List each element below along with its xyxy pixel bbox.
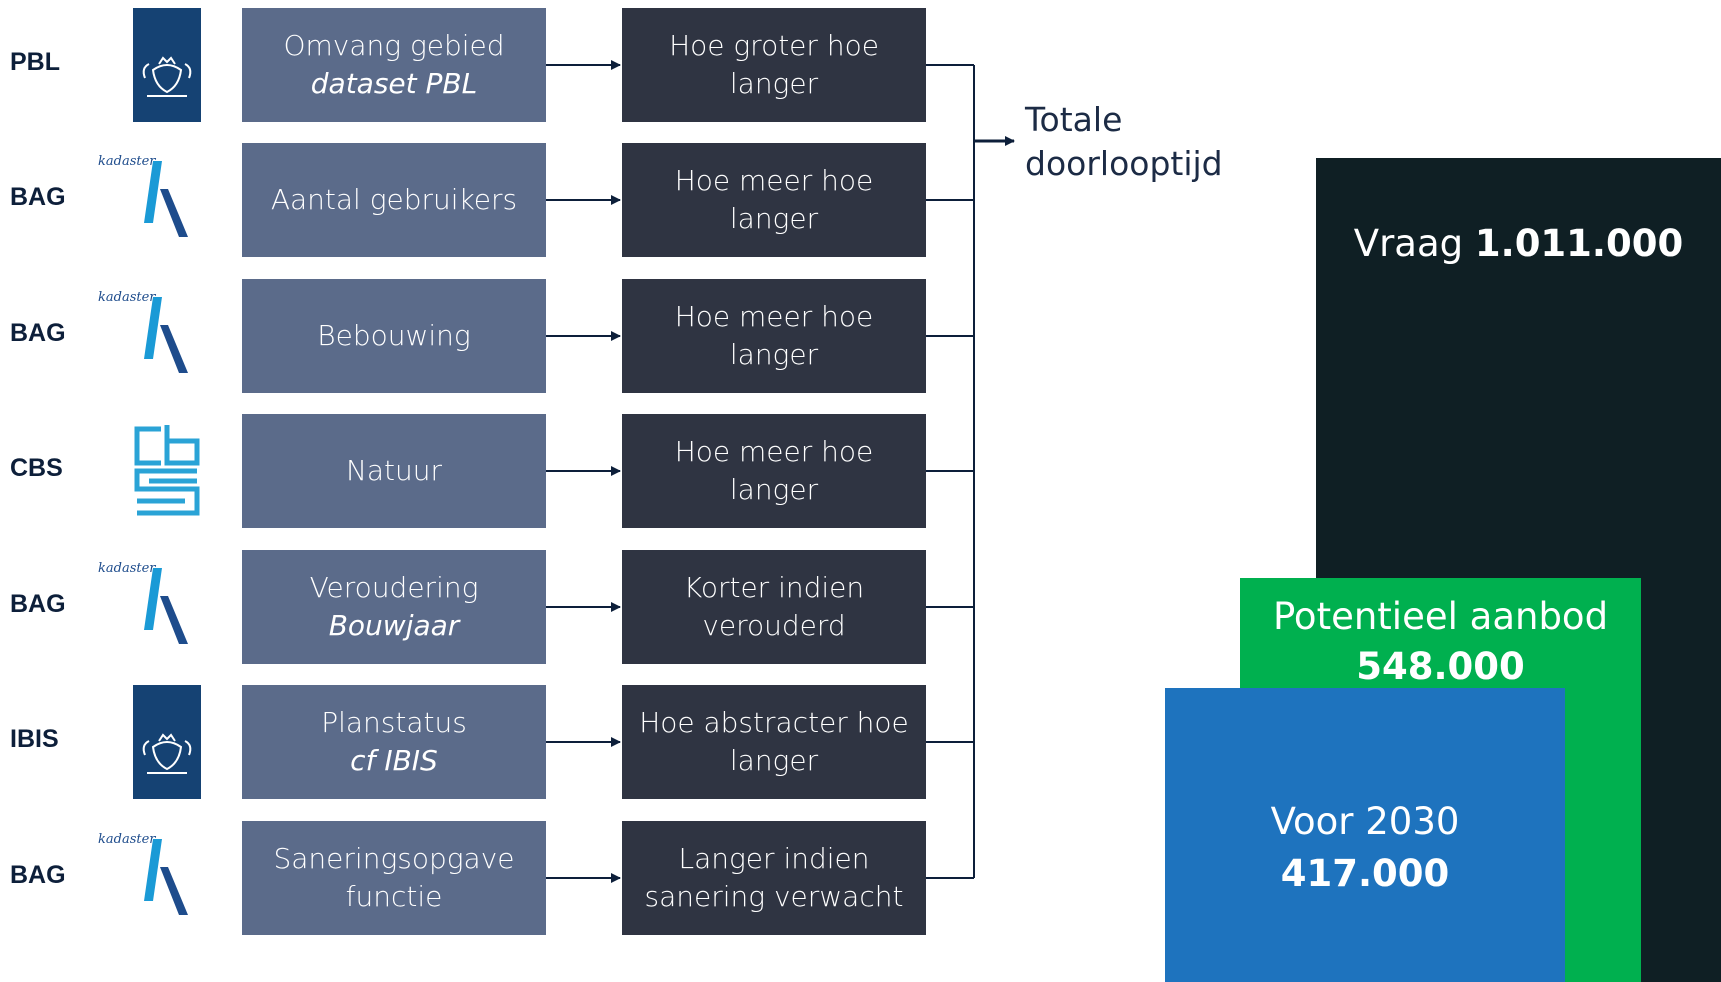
factor-label: Planstatus bbox=[321, 706, 467, 739]
svg-text:kadaster: kadaster bbox=[98, 154, 156, 169]
effect-box: Langer indien sanering verwacht bbox=[622, 821, 926, 935]
effect-box: Hoe abstracter hoe langer bbox=[622, 685, 926, 799]
potentieel-label: Potentieel aanbod bbox=[1272, 595, 1609, 638]
effect-label: Hoe groter hoe langer bbox=[669, 29, 879, 100]
factor-label: Saneringsopgave functie bbox=[273, 842, 515, 913]
factor-box: Aantal gebruikers bbox=[242, 143, 546, 257]
source-label: CBS bbox=[10, 454, 63, 482]
vraag-label: Vraag bbox=[1353, 222, 1464, 265]
factor-box: Saneringsopgave functie bbox=[242, 821, 546, 935]
source-label: BAG bbox=[10, 183, 66, 211]
vraag-value: 1.011.000 bbox=[1474, 222, 1684, 265]
kadaster-logo: kadaster bbox=[98, 287, 208, 382]
potentieel-value: 548.000 bbox=[1356, 645, 1525, 688]
factor-box: Omvang gebied dataset PBL bbox=[242, 8, 546, 122]
effect-label: Hoe meer hoe langer bbox=[674, 164, 874, 235]
effect-label: Hoe meer hoe langer bbox=[674, 300, 874, 371]
svg-text:kadaster: kadaster bbox=[98, 832, 156, 847]
total-duration-label: Totale doorlooptijd bbox=[1025, 100, 1223, 183]
effect-box: Hoe meer hoe langer bbox=[622, 279, 926, 393]
effect-label: Korter indien verouderd bbox=[683, 571, 865, 642]
rijksoverheid-logo bbox=[133, 685, 201, 804]
factor-label: Veroudering bbox=[309, 571, 479, 604]
voor2030-label: Voor 2030 bbox=[1270, 800, 1460, 843]
factor-source-note: cf IBIS bbox=[350, 744, 438, 777]
factor-label: Omvang gebied bbox=[283, 29, 505, 62]
kadaster-logo: kadaster bbox=[98, 558, 208, 653]
square-voor-2030: Voor 2030 417.000 bbox=[1165, 688, 1565, 982]
factor-label: Aantal gebruikers bbox=[270, 183, 518, 216]
svg-text:kadaster: kadaster bbox=[98, 561, 156, 576]
factor-source-note: dataset PBL bbox=[310, 67, 478, 100]
voor2030-value: 417.000 bbox=[1280, 852, 1450, 895]
effect-box: Korter indien verouderd bbox=[622, 550, 926, 664]
factor-label: Natuur bbox=[345, 454, 443, 487]
svg-text:kadaster: kadaster bbox=[98, 290, 156, 305]
source-label: BAG bbox=[10, 861, 66, 889]
source-label: BAG bbox=[10, 319, 66, 347]
factor-source-note: Bouwjaar bbox=[328, 609, 460, 642]
kadaster-logo: kadaster bbox=[98, 151, 208, 246]
effect-label: Hoe meer hoe langer bbox=[674, 435, 874, 506]
cbs-logo bbox=[131, 423, 203, 524]
effect-box: Hoe groter hoe langer bbox=[622, 8, 926, 122]
kadaster-logo: kadaster bbox=[98, 829, 208, 924]
source-label: BAG bbox=[10, 590, 66, 618]
rijksoverheid-logo bbox=[133, 8, 201, 127]
source-label: PBL bbox=[10, 48, 60, 76]
factor-label: Bebouwing bbox=[317, 319, 471, 352]
factor-box: Planstatus cf IBIS bbox=[242, 685, 546, 799]
effect-box: Hoe meer hoe langer bbox=[622, 414, 926, 528]
source-label: IBIS bbox=[10, 725, 59, 753]
effect-label: Langer indien sanering verwacht bbox=[644, 842, 904, 913]
factor-box: Natuur bbox=[242, 414, 546, 528]
effect-box: Hoe meer hoe langer bbox=[622, 143, 926, 257]
factor-box: Bebouwing bbox=[242, 279, 546, 393]
effect-label: Hoe abstracter hoe langer bbox=[639, 706, 909, 777]
